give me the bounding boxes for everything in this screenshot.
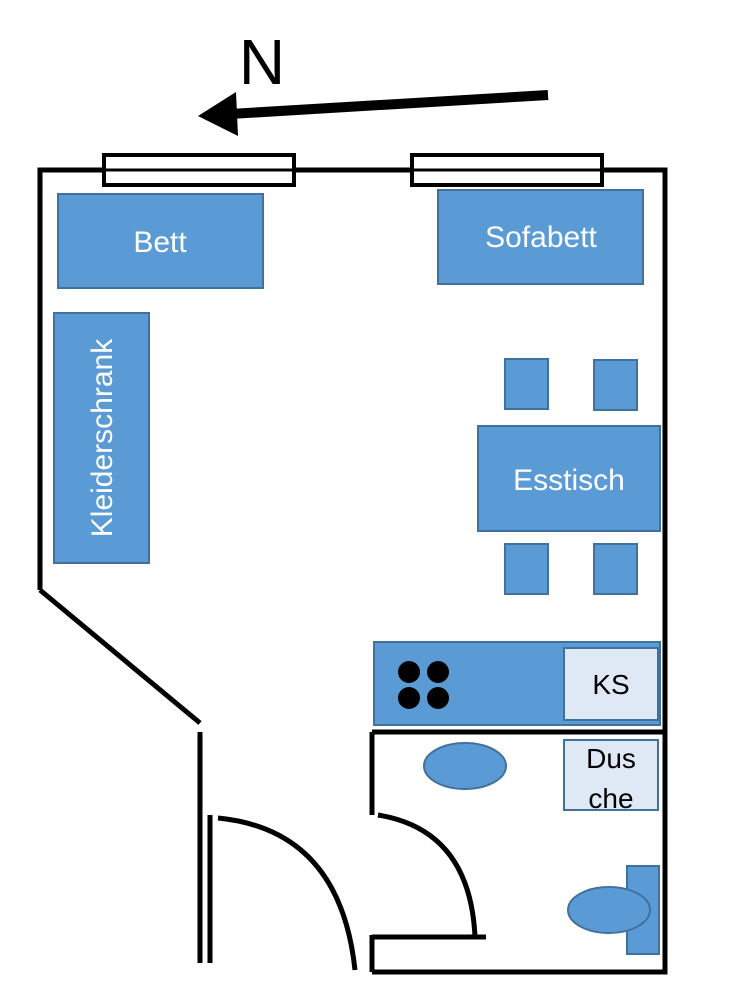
bathroom: Dus che [423, 739, 660, 955]
shower [563, 739, 659, 811]
windows [102, 153, 604, 187]
doors [217, 812, 478, 971]
fridge-label: KS [592, 669, 629, 700]
bathroom-door-swing [377, 812, 478, 938]
toilet-bowl-icon [567, 886, 651, 934]
wardrobe: Kleiderschrank [53, 312, 150, 564]
dining-table-label: Esstisch [513, 464, 625, 497]
sofabed: Sofabett [437, 189, 644, 285]
chair [504, 358, 549, 410]
walls [37, 167, 668, 975]
stove-burners-icon [398, 661, 449, 709]
chair [504, 543, 549, 595]
entrance-door-swing [217, 815, 358, 971]
shower-label-line2: che [588, 783, 633, 814]
bed: Bett [57, 193, 264, 289]
dining-area: Esstisch [477, 358, 661, 595]
fridge [563, 647, 659, 721]
north-label: N [239, 26, 285, 98]
sofabed-label: Sofabett [485, 221, 597, 254]
dining-table [477, 425, 661, 532]
chair [593, 543, 638, 595]
sink-icon [423, 742, 507, 790]
north-arrow: N [198, 26, 549, 136]
chair [593, 359, 638, 411]
shower-label-line1: Dus [586, 743, 636, 774]
kitchen-counter: KS [373, 641, 661, 726]
bed-label: Bett [133, 226, 187, 259]
wardrobe-label: Kleiderschrank [86, 338, 119, 537]
